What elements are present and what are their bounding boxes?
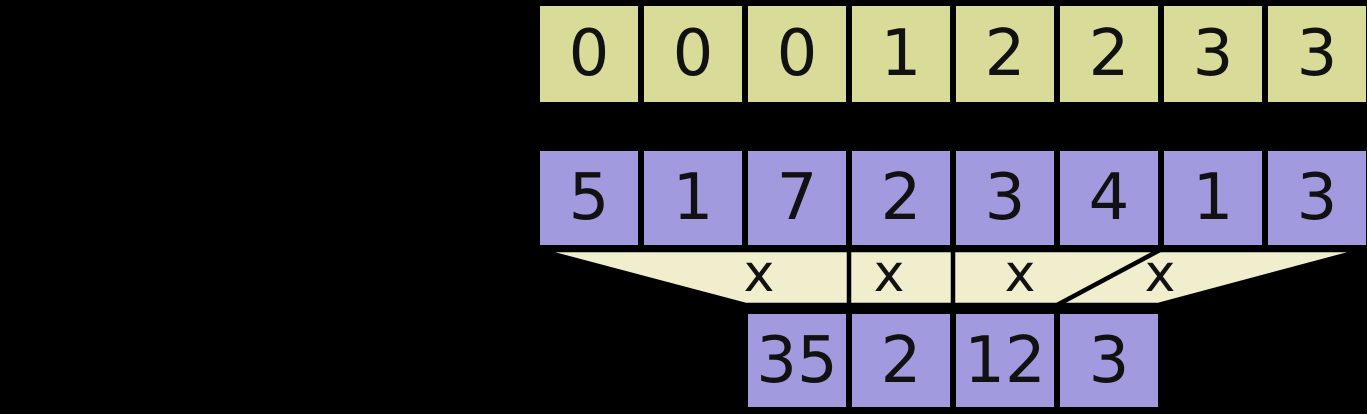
value-cell: 4	[1057, 148, 1161, 248]
multiply-operator: x	[744, 244, 775, 304]
results-row: 35 2 12 3	[745, 311, 1161, 410]
value-cell: 1	[641, 148, 745, 248]
result-cell: 2	[849, 311, 953, 410]
key-cell: 2	[1057, 3, 1161, 105]
result-cell: 3	[1057, 311, 1161, 410]
result-cell: 35	[745, 311, 849, 410]
input-values-row: 5 1 7 2 3 4 1 3	[537, 148, 1367, 248]
key-cell: 3	[1161, 3, 1265, 105]
value-cell: 3	[953, 148, 1057, 248]
funnel-shape	[537, 247, 1365, 308]
value-cell: 3	[1265, 148, 1367, 248]
value-cell: 5	[537, 148, 641, 248]
key-cell: 2	[953, 3, 1057, 105]
multiply-operator: x	[1005, 244, 1036, 304]
result-cell: 12	[953, 311, 1057, 410]
value-cell: 1	[1161, 148, 1265, 248]
multiply-operator: x	[874, 244, 905, 304]
key-cell: 1	[849, 3, 953, 105]
key-cell: 3	[1265, 3, 1367, 105]
key-cell: 0	[641, 3, 745, 105]
key-cell: 0	[745, 3, 849, 105]
value-cell: 2	[849, 148, 953, 248]
key-cell: 0	[537, 3, 641, 105]
value-cell: 7	[745, 148, 849, 248]
funnel-divider-diagonal	[1055, 248, 1162, 307]
segment-keys-row: 0 0 0 1 2 2 3 3	[537, 3, 1367, 105]
multiply-operator: x	[1145, 244, 1176, 304]
